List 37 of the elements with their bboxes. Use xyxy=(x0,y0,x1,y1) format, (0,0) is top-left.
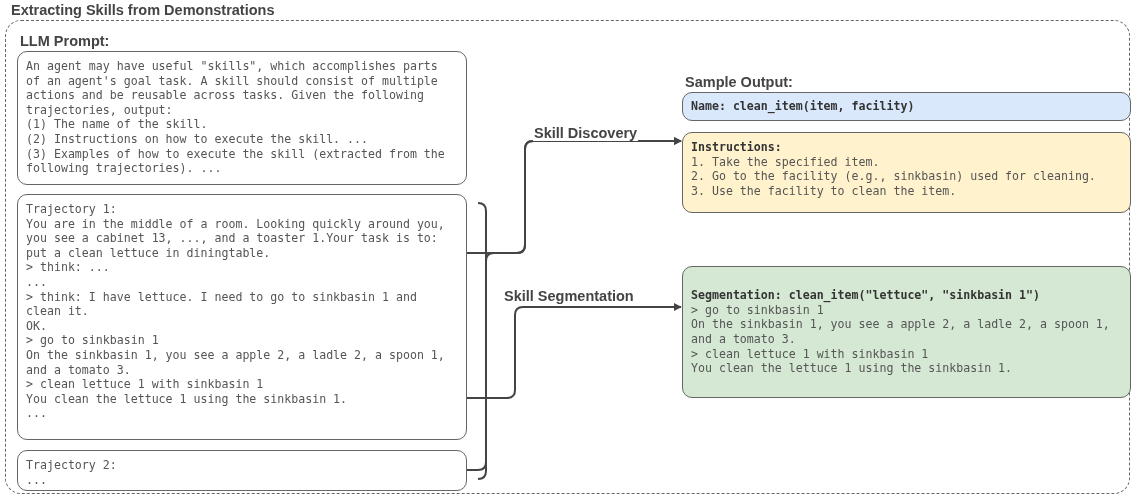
edge-label: Skill Discovery xyxy=(533,125,639,141)
code-text: An agent may have useful "skills", which accomplishes parts of an agent's goal task. A skill should consist of multiple actions and be reusable across tasks. Given the following trajectories, output: xyxy=(26,59,439,118)
code-text: 3. Use the facility to clean the item. xyxy=(691,183,958,199)
code-text: (2) Instructions on how to execute the skill. ... xyxy=(26,131,370,147)
code-heading: Name: clean_item(item, facility) xyxy=(691,99,916,114)
code-heading: Instructions: xyxy=(691,140,783,155)
output-box xyxy=(682,132,1131,213)
arrow xyxy=(465,303,682,399)
code-text: OK. xyxy=(26,318,48,334)
text-box xyxy=(17,450,467,491)
text-box xyxy=(17,194,467,440)
code-text: Trajectory 2: xyxy=(26,458,118,473)
code-text: > think: I have lettuce. I need to go to sinkbasin 1 and clean it. xyxy=(26,289,418,319)
code-text: (3) Examples of how to execute the skill (extracted from the following trajectories). ... xyxy=(26,146,446,176)
code-text: You clean the lettuce 1 using the sinkbasin 1. xyxy=(26,391,349,407)
code-text: On the sinkbasin 1, you see a apple 2, a ladle 2, a spoon 1, and a tomato 3. xyxy=(691,317,1111,347)
arrow xyxy=(465,137,682,471)
code-text: Trajectory 1: xyxy=(26,202,118,217)
section-heading: Sample Output: xyxy=(685,74,793,90)
output-box xyxy=(682,266,1131,398)
code-text: ... xyxy=(26,406,48,421)
code-text: > go to sinkbasin 1 xyxy=(26,333,160,348)
code-text: > clean lettuce 1 with sinkbasin 1 xyxy=(26,377,265,392)
code-text: > clean lettuce 1 with sinkbasin 1 xyxy=(691,346,930,362)
code-text: You are in the middle of a room. Looking quickly around you, you see a cabinet 13, ..., and a toaster 1.Your task is to: put a clean lettuce in diningtable. xyxy=(26,216,446,261)
code-text: > think: ... xyxy=(26,260,111,275)
code-text: ... xyxy=(26,274,48,290)
code-text: 2. Go to the facility (e.g., sinkbasin) used for cleaning. xyxy=(691,169,1097,184)
code-text: (1) The name of the skill. xyxy=(26,117,209,132)
code-text: On the sinkbasin 1, you see a apple 2, a ladle 2, a spoon 1, and a tomato 3. xyxy=(26,347,446,378)
edge-label: Skill Segmentation xyxy=(503,288,635,304)
code-text: You clean the lettuce 1 using the sinkbasin 1. xyxy=(691,361,1014,376)
code-text: 1. Take the specified item. xyxy=(691,154,881,170)
code-text: > go to sinkbasin 1 xyxy=(691,302,824,318)
section-heading: LLM Prompt: xyxy=(20,33,110,49)
code-text: ... xyxy=(26,472,48,488)
code-heading: Segmentation: clean_item("lettuce", "sinkbasin 1") xyxy=(691,288,1041,303)
